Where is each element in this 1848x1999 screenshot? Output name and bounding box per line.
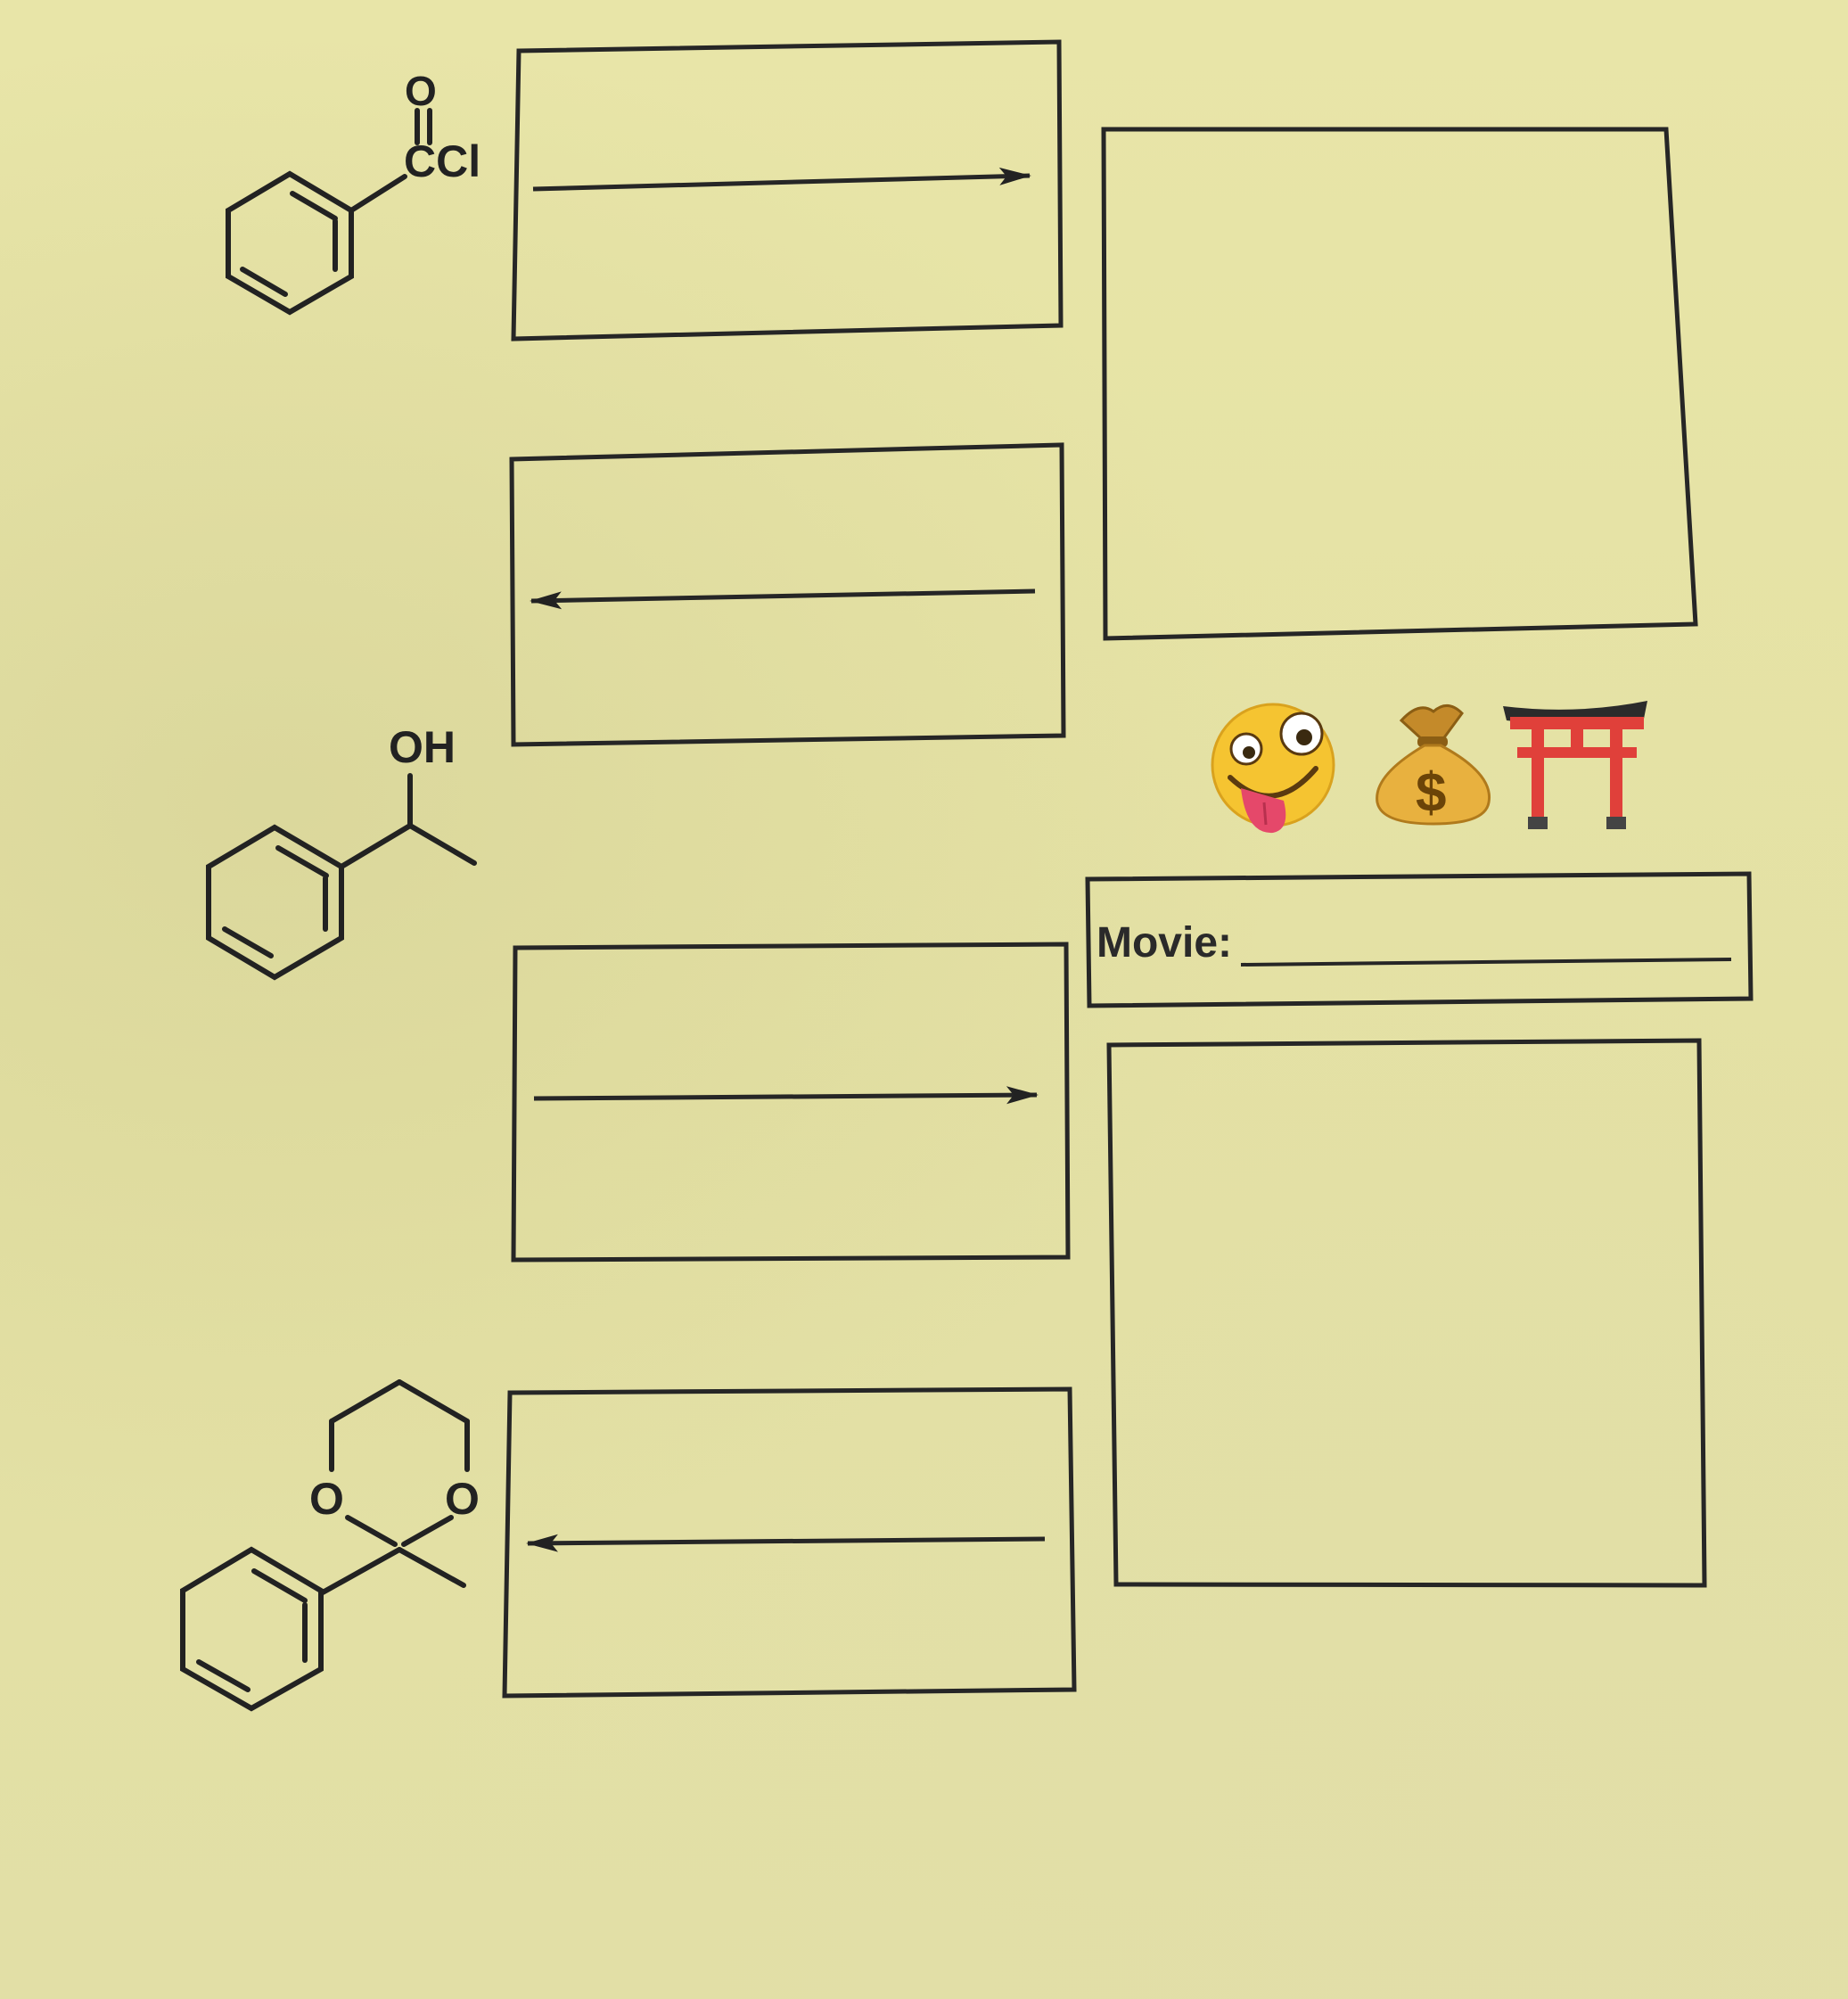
- svg-text:$: $: [1416, 762, 1446, 824]
- reaction-arrow-1-right: [532, 167, 1031, 192]
- acyl-chloride-group-label: CCl: [404, 136, 480, 186]
- reaction-arrow-3-right: [533, 1086, 1039, 1105]
- zany-face-emoji: [1211, 703, 1335, 834]
- molecule-benzoyl-chloride: [226, 108, 432, 316]
- dioxane-oxygen-left: O: [309, 1474, 344, 1524]
- hydroxyl-label: OH: [389, 722, 456, 772]
- molecule-phenyl-dioxane: [180, 1379, 470, 1712]
- reaction-arrow-4-left: [526, 1534, 1046, 1552]
- c2-methyl-bond: [397, 1547, 466, 1588]
- dioxane-oxygen-right: O: [445, 1474, 480, 1524]
- movie-answer-line: [1240, 958, 1732, 967]
- benzene-ring-2: [206, 824, 344, 981]
- product-box-bottom[interactable]: [1106, 1038, 1707, 1588]
- carbonyl-bond: [349, 174, 407, 213]
- reaction-box-4[interactable]: [502, 1386, 1077, 1699]
- reaction-box-3[interactable]: [511, 942, 1071, 1263]
- reaction-box-1[interactable]: [511, 39, 1064, 341]
- benzene-ring-3: [180, 1546, 324, 1712]
- money-bag-emoji: $: [1376, 704, 1491, 826]
- reaction-box-2[interactable]: [509, 442, 1066, 747]
- product-box-top[interactable]: [1101, 127, 1698, 641]
- shinto-shrine-emoji: [1503, 701, 1647, 829]
- movie-answer-box[interactable]: [1085, 871, 1754, 1008]
- carbonyl-oxygen-label: O: [405, 68, 437, 114]
- molecule-1-phenylethanol: [206, 773, 477, 981]
- reaction-arrow-2-left: [530, 588, 1036, 610]
- movie-label: Movie:: [1096, 919, 1233, 967]
- methyl-bond: [407, 823, 477, 866]
